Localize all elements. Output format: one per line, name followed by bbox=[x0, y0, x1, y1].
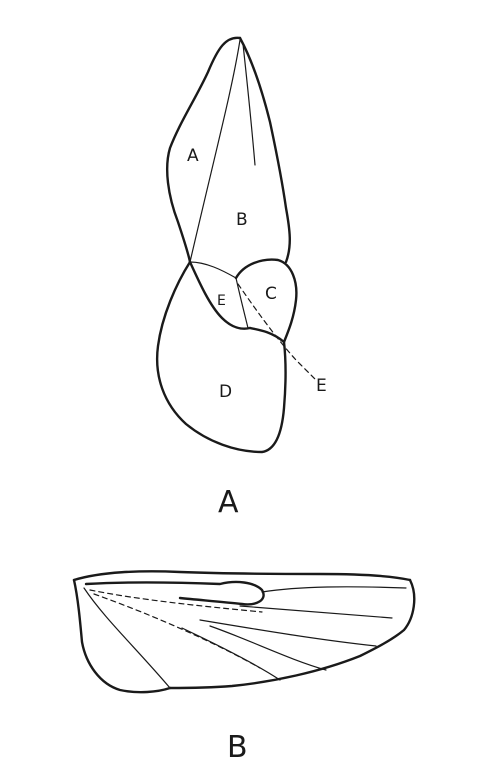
label-region-c: C bbox=[265, 284, 277, 304]
wing-vein-1 bbox=[261, 586, 407, 593]
wing-dashed-vein-2 bbox=[93, 593, 261, 669]
wing-fold-line bbox=[83, 587, 171, 689]
vein-line-b bbox=[242, 43, 256, 166]
region-c-outline bbox=[234, 258, 298, 344]
label-region-e-inner: E bbox=[217, 293, 226, 309]
figure-b bbox=[72, 570, 416, 694]
boundary-b-e bbox=[189, 261, 237, 279]
figure-a bbox=[156, 36, 317, 454]
wing-right-edge bbox=[168, 578, 416, 690]
wing-vein-4 bbox=[209, 625, 327, 671]
wing-basal-lobe bbox=[72, 578, 172, 694]
label-region-a: A bbox=[187, 146, 199, 166]
e-pointer-line bbox=[237, 283, 317, 381]
boundary-c-e bbox=[235, 277, 249, 329]
label-region-b: B bbox=[236, 210, 248, 230]
region-a-outline bbox=[165, 36, 242, 264]
label-region-e-pointer: E bbox=[316, 376, 327, 396]
wing-top-edge bbox=[72, 570, 412, 582]
figure-a-label: A bbox=[218, 485, 239, 520]
boundary-a-b bbox=[189, 39, 241, 263]
region-d-outline bbox=[156, 260, 287, 454]
wing-vein-2 bbox=[239, 605, 393, 619]
region-b-outline bbox=[238, 36, 291, 264]
figure-b-label: B bbox=[227, 730, 248, 765]
wing-dashed-vein-1 bbox=[89, 589, 263, 613]
wing-vein-3 bbox=[199, 619, 377, 647]
label-region-d: D bbox=[219, 382, 232, 402]
region-e-outline bbox=[188, 260, 252, 330]
wing-costal-hump bbox=[84, 580, 265, 606]
